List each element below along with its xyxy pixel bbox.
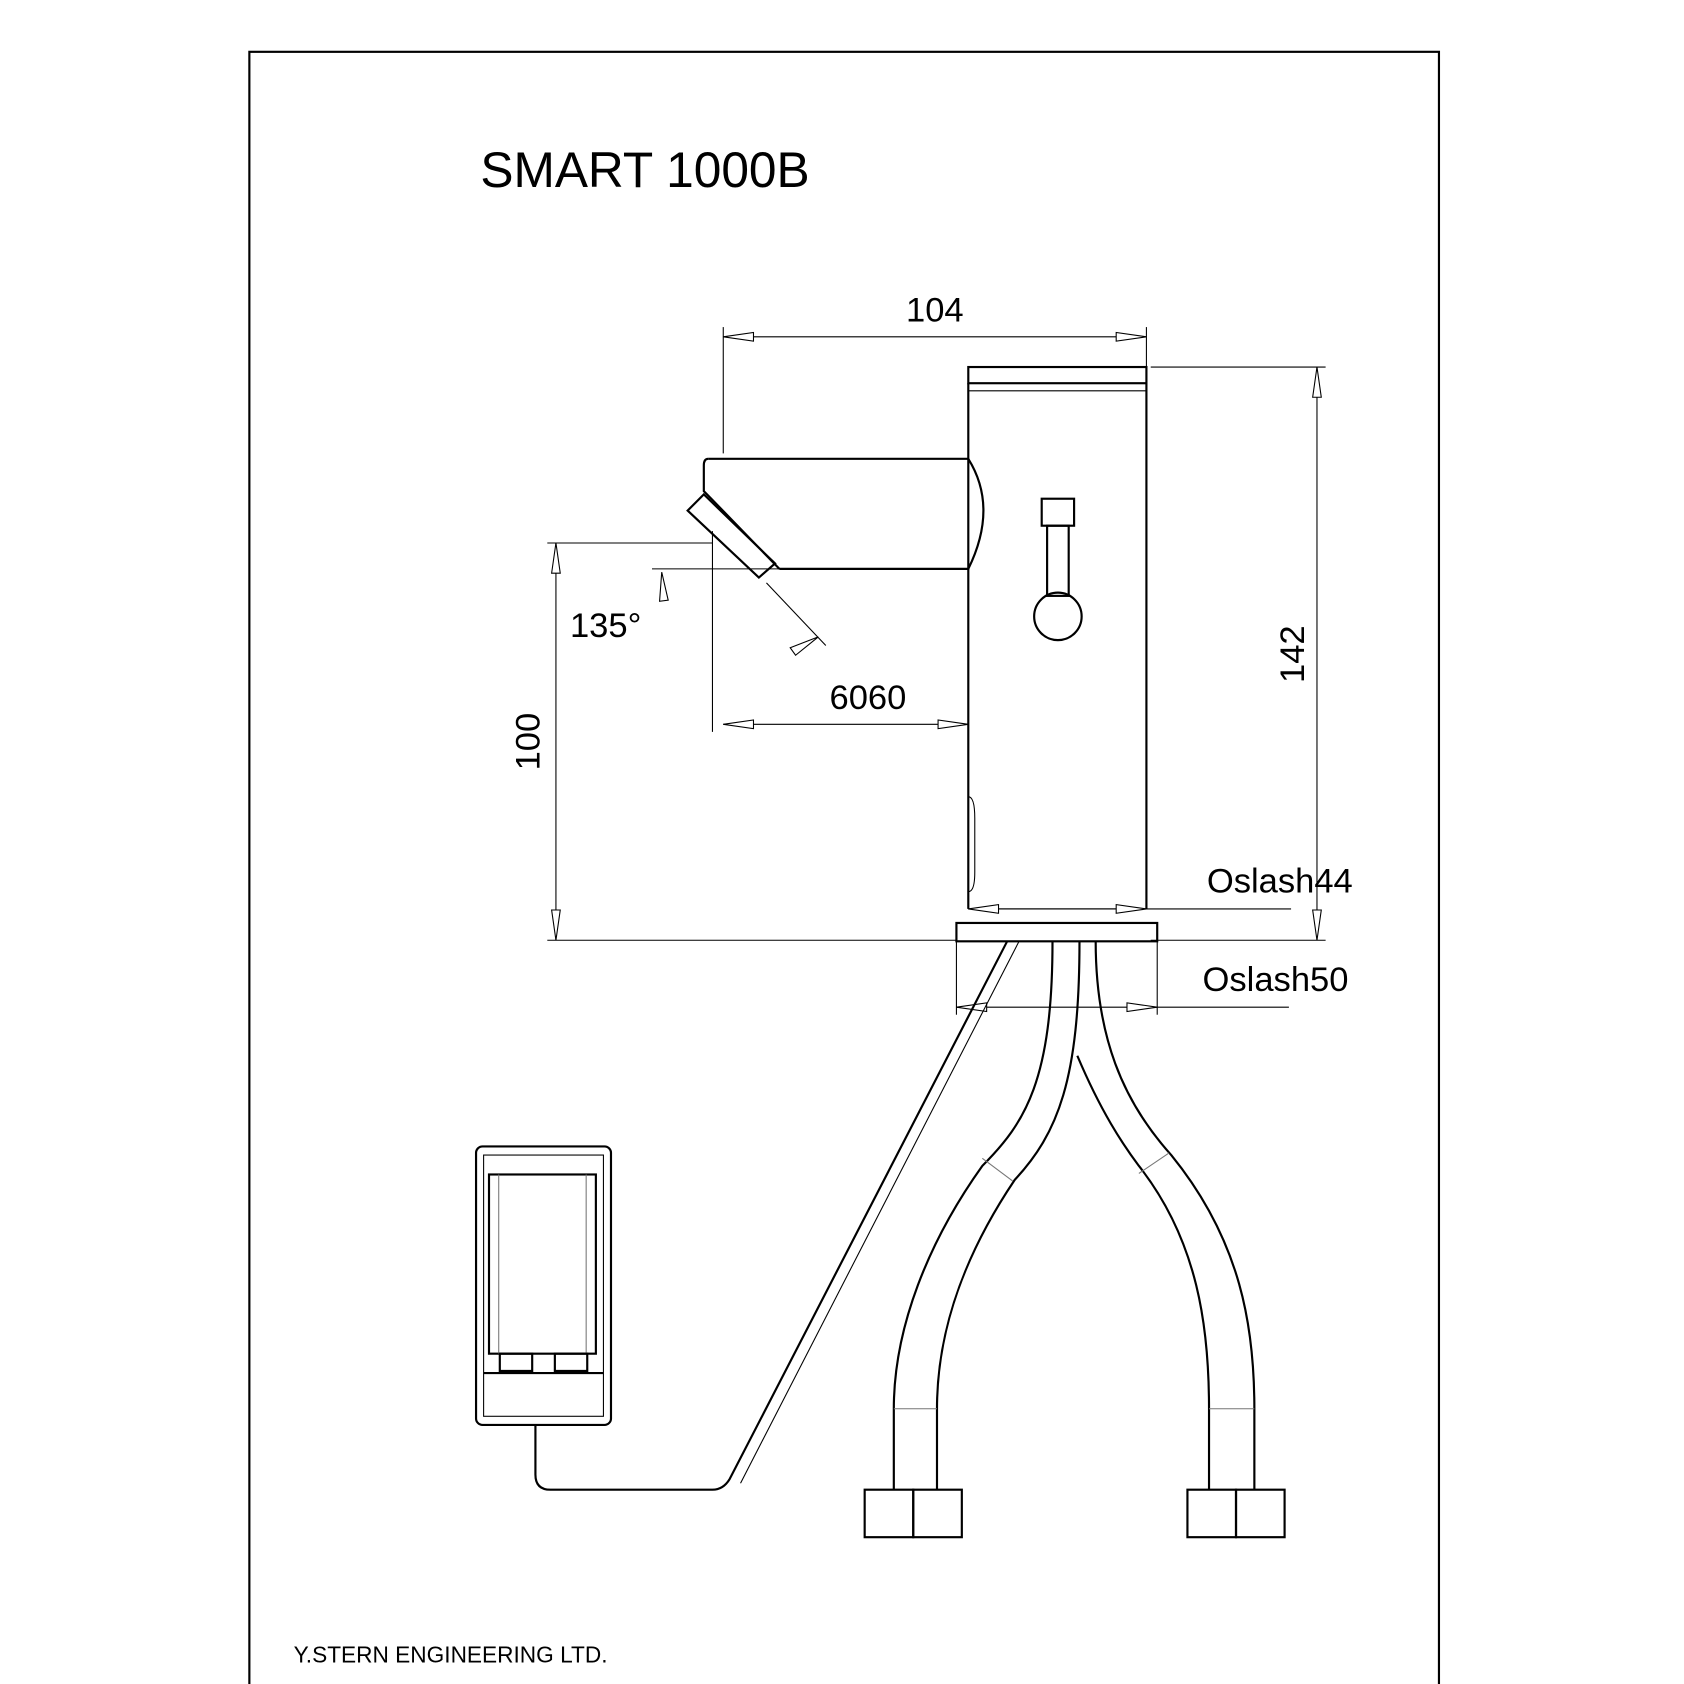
dimension-142: 142 xyxy=(1150,366,1326,941)
sensor-cable xyxy=(534,940,1020,1491)
dimension-104: 104 xyxy=(722,292,1147,454)
dimension-angle: 135° xyxy=(570,568,832,657)
drawing-title: SMART 1000B xyxy=(480,142,809,198)
angle-label: 135° xyxy=(570,607,641,645)
dimension-104-label: 104 xyxy=(906,292,964,330)
dimension-100-label: 100 xyxy=(510,713,548,771)
dimension-100: 100 xyxy=(510,542,957,941)
dimension-142-label: 142 xyxy=(1274,625,1312,683)
diameter-50-label: Oslash50 xyxy=(1203,961,1349,999)
lever-handle xyxy=(1033,497,1083,642)
dimension-diameter-44: Oslash44 xyxy=(968,863,1353,914)
company-name: Y.STERN ENGINEERING LTD. xyxy=(294,1641,608,1667)
faucet-body xyxy=(955,365,1159,943)
spout xyxy=(686,457,985,732)
control-box xyxy=(474,1145,613,1427)
supply-hoses xyxy=(863,941,1286,1539)
reach-label: 6060 xyxy=(829,679,906,717)
diameter-44-label: Oslash44 xyxy=(1207,863,1353,901)
dimension-reach: 6060 xyxy=(723,679,969,730)
dimension-diameter-50: Oslash50 xyxy=(955,941,1349,1015)
sheet-border xyxy=(248,50,1441,1684)
